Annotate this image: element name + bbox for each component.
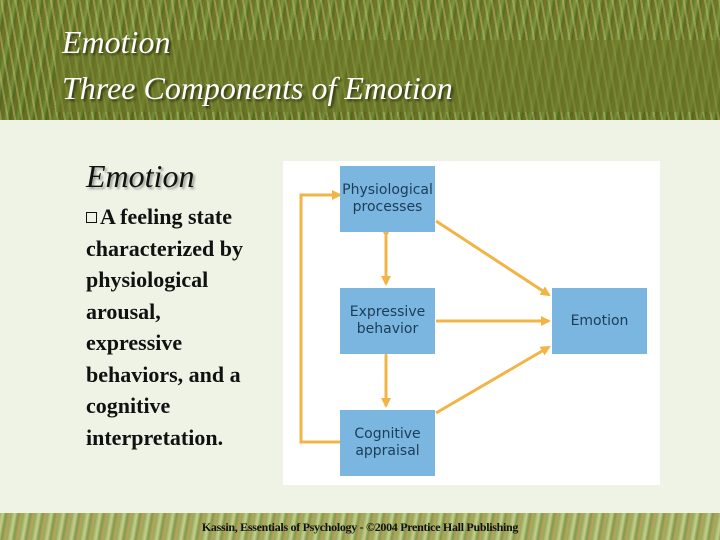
node-physiological-processes: Physiological processes (340, 166, 435, 232)
definition-bullet: A feeling state characterized by physiol… (86, 201, 261, 453)
slide-subtitle: Three Components of Emotion (62, 70, 453, 106)
footer-banner (0, 513, 720, 540)
definition-text: A feeling state characterized by physiol… (86, 204, 243, 450)
emotion-components-diagram: Physiological processes Expressive behav… (283, 161, 660, 485)
node-emotion: Emotion (552, 288, 647, 354)
feedback-loop-arrow (299, 190, 348, 447)
node-expressive-behavior: Expressive behavior (340, 288, 435, 354)
slide-title: Emotion (62, 24, 171, 60)
checkbox-bullet-icon (86, 212, 97, 223)
title-overlay (56, 40, 720, 112)
node-cognitive-appraisal: Cognitive appraisal (340, 410, 435, 476)
cognitive-to-emotion-arrow (435, 345, 551, 415)
footer-citation: Kassin, Essentials of Psychology - ©2004… (201, 520, 519, 534)
diagram-arrows (299, 190, 551, 447)
physio-to-emotion-arrow (435, 219, 551, 297)
content-heading: Emotion (86, 158, 195, 194)
